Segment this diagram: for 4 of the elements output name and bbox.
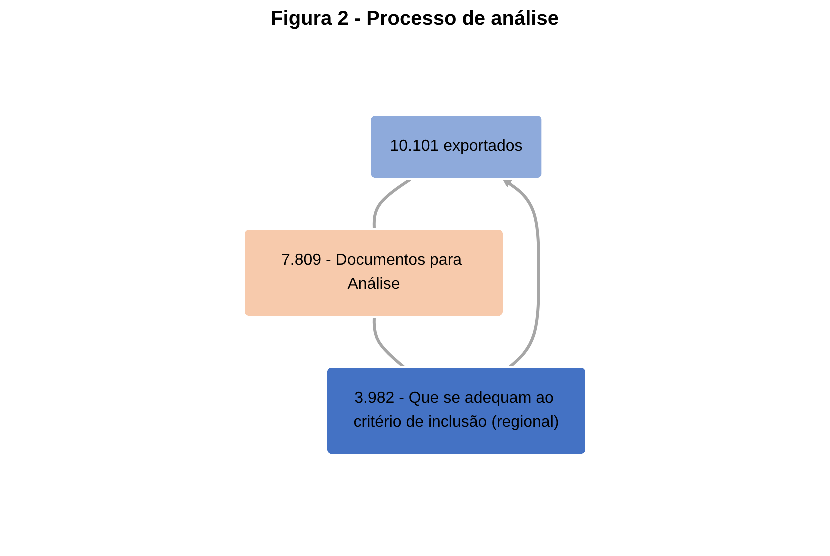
connector [372,317,406,369]
connector [372,178,412,230]
arrow [502,179,540,369]
figure-title: Figura 2 - Processo de análise [270,8,560,31]
